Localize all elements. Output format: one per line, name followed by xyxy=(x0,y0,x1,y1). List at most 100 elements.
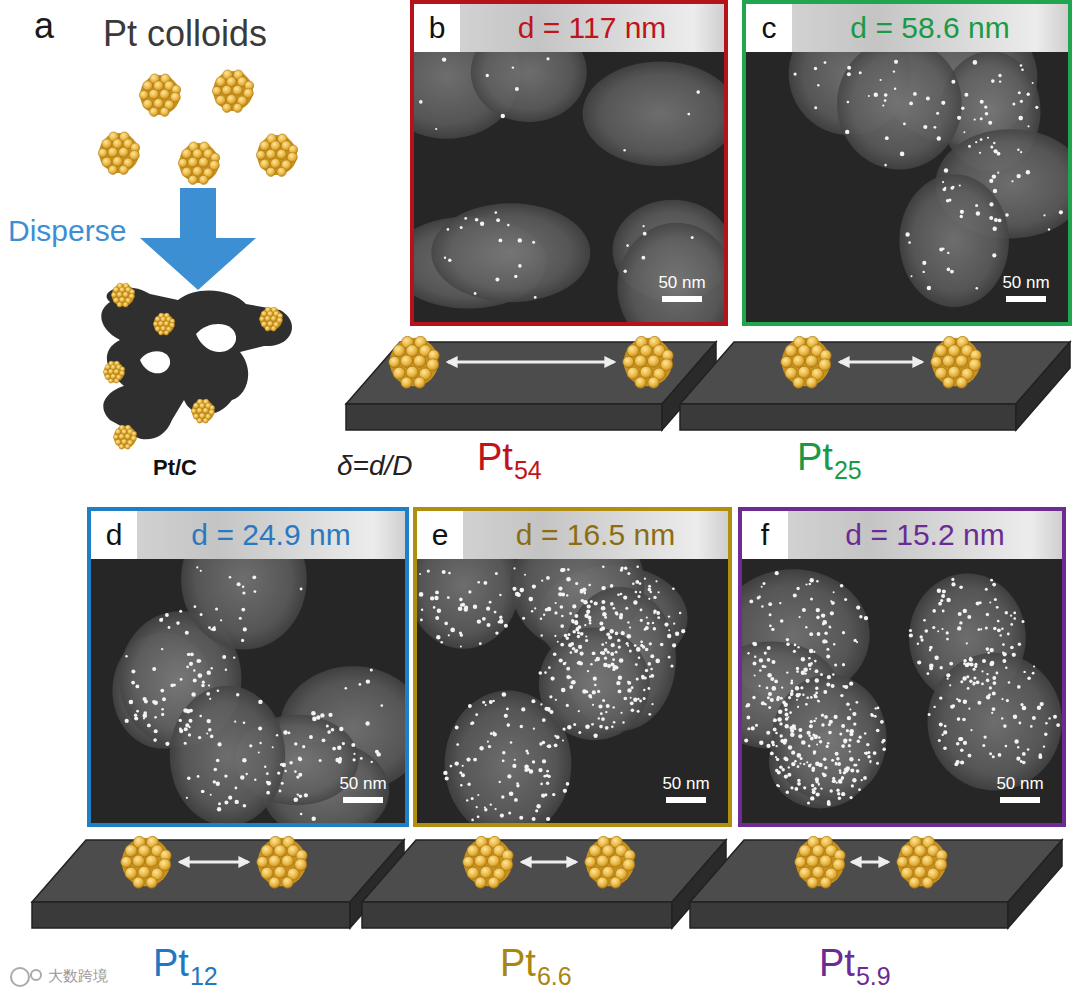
pt-particle xyxy=(781,687,783,689)
pt-particle xyxy=(266,772,269,775)
pt-particle xyxy=(643,689,645,691)
pt-particle xyxy=(1020,703,1023,706)
pt-particle xyxy=(639,591,641,593)
pt-particle xyxy=(615,632,619,636)
pt-particle xyxy=(217,689,220,692)
pt-particle xyxy=(761,605,763,607)
pt-particle xyxy=(585,690,588,693)
pt-particle xyxy=(442,570,446,574)
pt-particle xyxy=(299,795,302,798)
pt-particle xyxy=(987,137,989,139)
pt-particle xyxy=(762,665,765,668)
watermark: 大数跨境 xyxy=(48,968,108,983)
pt-particle xyxy=(1012,103,1015,106)
pt-particle xyxy=(786,671,788,673)
pt-particle xyxy=(951,80,955,84)
pt-particle xyxy=(967,615,971,619)
pt-particle xyxy=(477,581,480,584)
pt-particle xyxy=(986,647,990,651)
pt-particle xyxy=(785,708,788,711)
pt-particle xyxy=(965,663,969,667)
pt-particle xyxy=(201,790,204,793)
pt-particle xyxy=(980,100,984,104)
cluster-label: Pt xyxy=(819,944,855,982)
pt-particle xyxy=(570,642,574,646)
pt-particle xyxy=(946,638,949,641)
pt-particle xyxy=(624,697,628,701)
pt-particle xyxy=(822,724,824,726)
pt-particle xyxy=(657,616,660,619)
carbon-sphere xyxy=(170,686,285,823)
pt-particle xyxy=(790,694,792,696)
pt-particle xyxy=(147,724,151,728)
pt-particle xyxy=(815,669,819,673)
pt-particle xyxy=(466,799,468,801)
pt-particle xyxy=(840,694,843,697)
panel-letter: f xyxy=(742,511,788,559)
pt-particle xyxy=(973,668,976,671)
pt-particle xyxy=(473,758,477,762)
pt-particle xyxy=(458,606,463,611)
pt-particle xyxy=(963,659,967,663)
pt-particle xyxy=(968,754,971,757)
pt-particle xyxy=(786,638,789,641)
pt-particle xyxy=(143,717,145,719)
pt-particle xyxy=(613,721,616,724)
pt-particle xyxy=(627,645,629,647)
pt-particle xyxy=(445,776,449,780)
pt-particle xyxy=(531,610,533,612)
pt-particle xyxy=(200,570,202,572)
pt-particle xyxy=(820,787,822,789)
pt-particle xyxy=(642,645,645,648)
pt-particle xyxy=(648,687,651,690)
pt-particle xyxy=(989,202,993,206)
pt-particle xyxy=(228,796,232,800)
pt-particle xyxy=(1037,706,1041,710)
pt-particle xyxy=(375,750,379,754)
pt-particle xyxy=(868,95,870,97)
pt-particle xyxy=(808,764,811,767)
pt-particle xyxy=(547,745,550,748)
pt-particle xyxy=(929,646,933,650)
pt-particle xyxy=(1013,617,1016,620)
pt-particle xyxy=(474,292,477,295)
pt-particle xyxy=(1006,699,1009,702)
pt-particle xyxy=(562,739,564,741)
material-label: Pt/C xyxy=(153,457,197,479)
pt-particle xyxy=(846,703,850,707)
pt-particle xyxy=(624,567,627,570)
pt-particle xyxy=(335,758,339,762)
pt-particle xyxy=(560,643,564,647)
pt-particle xyxy=(908,241,911,244)
pt-particle xyxy=(992,174,996,178)
pt-particle xyxy=(487,623,491,627)
pt-particle xyxy=(594,684,597,687)
pt-particle xyxy=(560,568,564,572)
pt-particle xyxy=(815,717,817,719)
pt-particle xyxy=(482,617,486,621)
pt-particle xyxy=(795,787,799,791)
pt-particle xyxy=(627,572,630,575)
pt-particle xyxy=(610,652,614,656)
pt-particle xyxy=(311,711,316,716)
pt-particle xyxy=(578,645,582,649)
pt-particle xyxy=(190,652,194,656)
carbon-sphere xyxy=(927,653,1062,791)
pt-particle xyxy=(797,753,802,758)
pt-particle xyxy=(185,631,189,635)
pt-particle xyxy=(580,652,584,656)
pt-particle xyxy=(960,760,964,764)
pt-particle xyxy=(459,598,463,602)
pt-particle xyxy=(993,627,997,631)
pt-particle xyxy=(647,622,649,624)
pt-particle xyxy=(768,706,771,709)
pt-particle xyxy=(435,128,437,130)
pt-particle xyxy=(959,621,962,624)
pt-particle xyxy=(557,641,559,643)
pt-particle xyxy=(298,757,302,761)
pt-particle xyxy=(796,587,799,590)
pt-particle xyxy=(506,708,509,711)
pt-particle xyxy=(990,579,993,582)
pt-particle xyxy=(816,744,818,746)
pt-particle xyxy=(974,665,977,668)
